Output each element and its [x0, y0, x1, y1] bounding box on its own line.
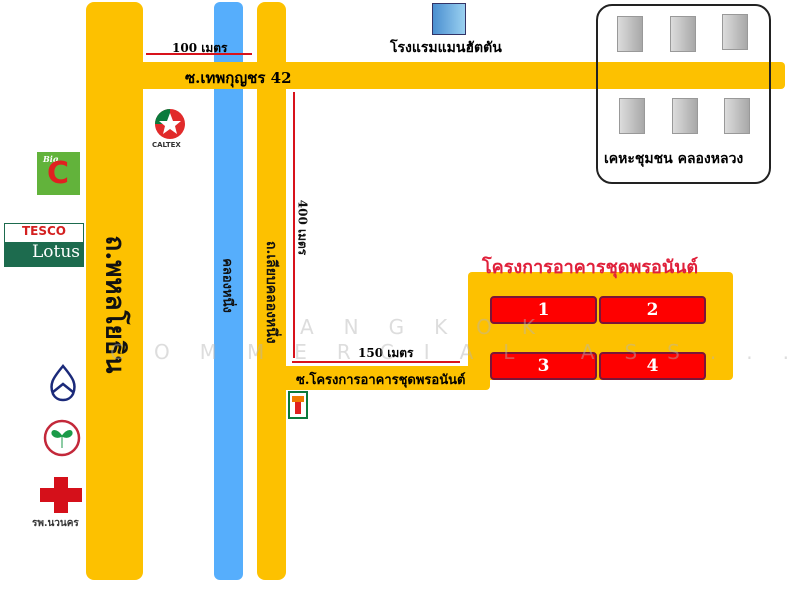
distance-arrow-100	[146, 53, 252, 55]
building-icon	[617, 16, 643, 52]
distance-100-label: 100 เมตร	[172, 41, 228, 55]
watermark-line1: ANGKOK	[300, 315, 566, 339]
building-icon	[670, 16, 696, 52]
unit-3[interactable]: 3	[490, 352, 597, 380]
distance-arrow-400	[293, 92, 295, 358]
hospital-label: รพ.นวนคร	[32, 518, 79, 529]
building-icon	[672, 98, 698, 134]
bangkok-bank-icon	[50, 364, 76, 402]
tesco-label: TESCO	[5, 224, 83, 242]
building-icon	[724, 98, 750, 134]
project-soi	[275, 366, 490, 390]
lotus-label: Lotus	[5, 242, 83, 266]
unit-1[interactable]: 1	[490, 296, 597, 324]
project-soi-label: ซ.โครงการอาคารชุดพรอนันต์	[296, 373, 466, 388]
canal-label: คลองหนึ่ง	[219, 258, 235, 313]
hotel-label: โรงแรมแมนฮัตตัน	[390, 40, 502, 56]
khlong-nueng-canal	[214, 2, 243, 580]
red-cross-icon	[40, 477, 82, 513]
housing-area	[596, 4, 771, 184]
housing-label: เคหะชุมชน คลองหลวง	[604, 151, 744, 167]
caltex-label: CALTEX	[152, 141, 181, 149]
building-icon	[619, 98, 645, 134]
building-icon	[722, 14, 748, 50]
distance-400-label: 400 เมตร	[295, 199, 310, 256]
bigc-top: Big	[43, 154, 59, 164]
watermark-line2: COMMERCIAL ASS...	[110, 340, 791, 364]
seven-eleven-icon	[288, 391, 308, 419]
distance-150-label: 150 เมตร	[358, 346, 414, 360]
phahonyothin-road	[86, 2, 143, 580]
main-road-label: ถ.พหลโยธิน	[99, 235, 130, 374]
caltex-icon	[155, 109, 185, 139]
thep-kunchon-42-soi	[130, 62, 785, 89]
bigc-letter: C	[47, 156, 70, 191]
bigc-logo: Big C	[37, 152, 80, 195]
unit-2[interactable]: 2	[599, 296, 706, 324]
canal-road-label: ถ.เลียบคลองหนึ่ง	[263, 241, 279, 344]
distance-arrow-150	[292, 361, 460, 363]
hotel-icon	[432, 3, 466, 35]
canal-side-road	[257, 2, 286, 580]
kasikorn-bank-icon	[43, 419, 81, 457]
project-title: โครงการอาคารชุดพรอนันต์	[482, 257, 699, 278]
top-soi-label: ซ.เทพกุญชร 42	[185, 69, 292, 87]
tesco-lotus-logo: TESCO Lotus	[4, 223, 84, 267]
unit-4[interactable]: 4	[599, 352, 706, 380]
